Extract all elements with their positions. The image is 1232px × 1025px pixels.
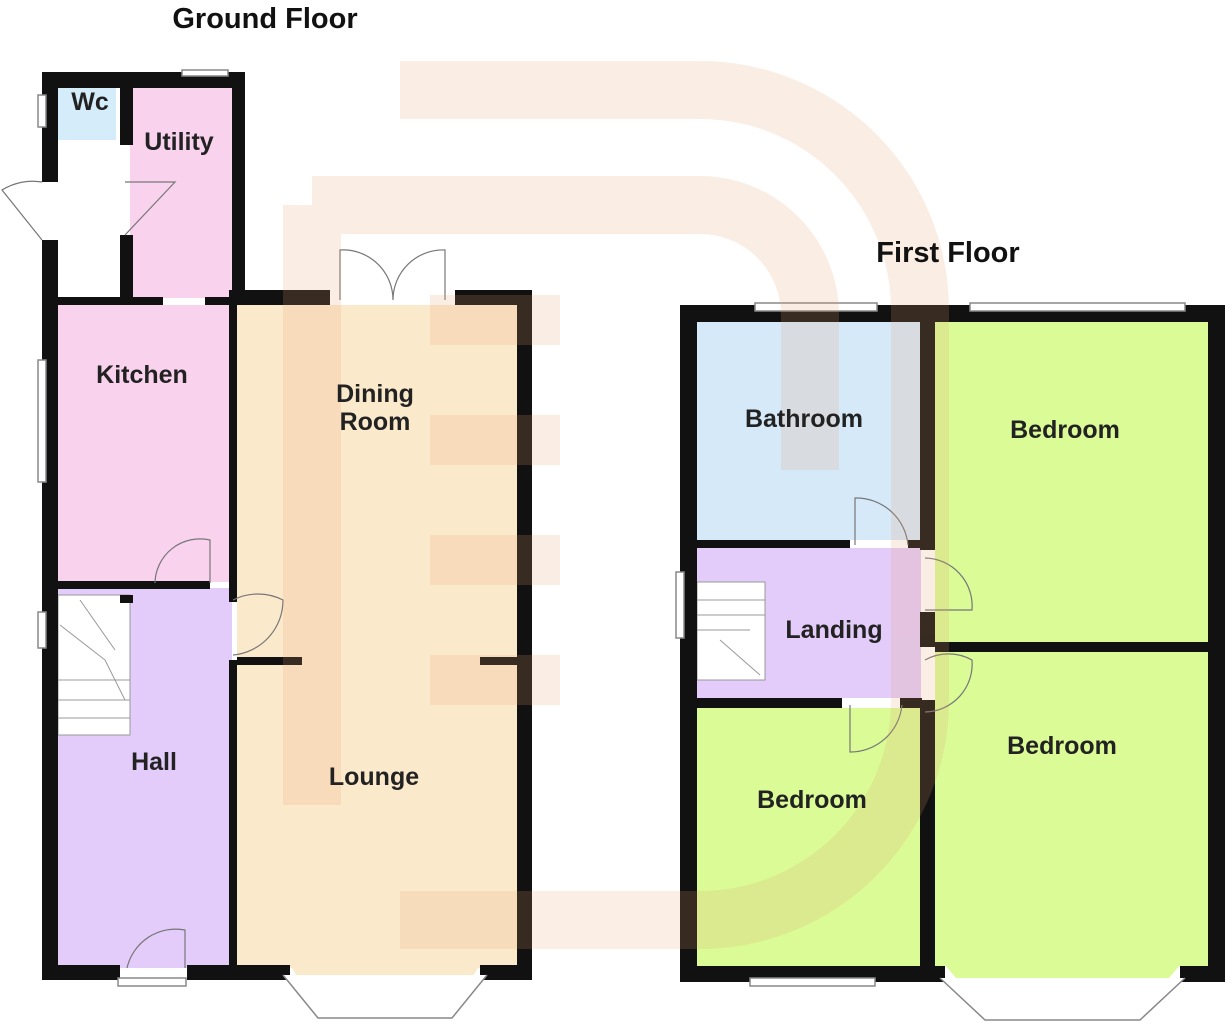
bedroom-bottom-right-label: Bedroom — [1007, 732, 1117, 760]
first-floor-windows-doors — [675, 302, 1186, 1021]
kitchen-room — [58, 305, 232, 582]
ground-floor-windows-doors — [1, 69, 488, 1019]
landing-label: Landing — [785, 616, 882, 644]
wc-fixture — [58, 88, 116, 140]
utility-room — [130, 88, 232, 298]
lounge-label: Lounge — [329, 763, 419, 791]
staircase — [57, 594, 131, 736]
hall-label: Hall — [131, 748, 177, 776]
bedroom-bottom-left-room — [697, 708, 921, 966]
bedroom-bottom-left-label: Bedroom — [757, 786, 867, 814]
utility-label: Utility — [144, 128, 214, 156]
bathroom-room — [697, 322, 921, 540]
dining-room-label-line2: Room — [340, 408, 411, 436]
bathroom-label: Bathroom — [745, 405, 863, 433]
watermark-logo — [283, 61, 949, 949]
bedroom-top-right-room — [935, 322, 1208, 642]
bedroom-bottom-right-room — [935, 652, 1208, 966]
bedroom-top-right-label: Bedroom — [1010, 416, 1120, 444]
lounge-dining-room — [237, 305, 517, 968]
landing-staircase — [696, 581, 766, 681]
kitchen-label: Kitchen — [96, 361, 188, 389]
wc-label: Wc — [71, 88, 109, 116]
first-floor-title: First Floor — [876, 237, 1019, 269]
dining-room-label-line1: Dining — [336, 380, 414, 408]
ground-floor-title: Ground Floor — [172, 3, 357, 35]
